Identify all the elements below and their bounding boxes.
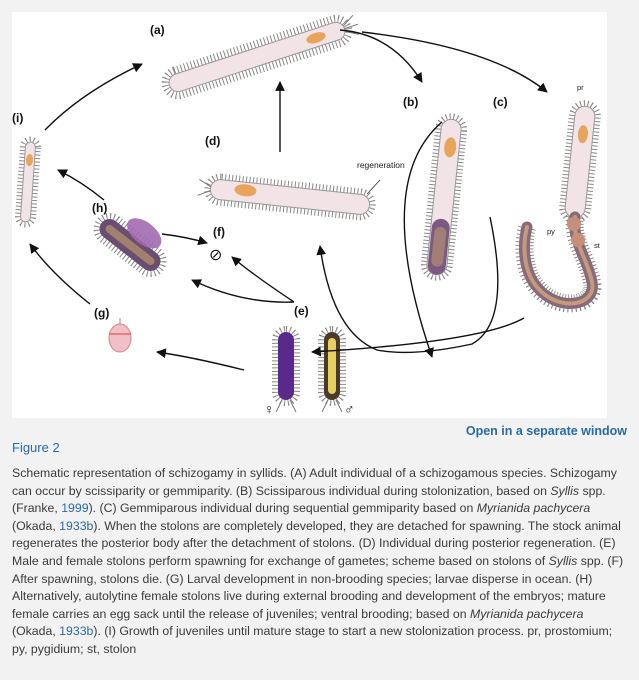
label-g: (g) [94,306,109,320]
worm-b [420,113,468,281]
caption-text: ). When the stolons are completely devel… [12,518,621,568]
larva-g [108,318,132,353]
reference-link-okada-1933b[interactable]: 1933b [59,518,94,533]
reference-link-franke-1999[interactable]: 1999 [61,501,89,516]
worm-i [15,136,41,228]
worm-d [197,173,376,221]
st-label: st [594,241,601,250]
label-c: (c) [493,95,508,109]
reference-link-okada-1933b[interactable]: 1933b [59,624,94,639]
label-b: (b) [403,95,418,109]
regeneration-label: regeneration [357,160,405,170]
caption-text: Schematic representation of schizogamy i… [12,466,617,498]
label-d: (d) [205,134,220,148]
male-symbol: ♂ [344,401,355,417]
pr-label: pr [577,83,584,92]
schizogamy-diagram: (a) (b) (c) (d) (e) (f) (g) (h) (i) rege… [12,14,602,417]
caption-text: (Okada, [12,518,60,533]
caption-text: ). (I) Growth of juveniles until mature … [12,624,613,656]
caption-text: spp. (Franke, [12,483,606,516]
caption-species: Myrianida pachycera [470,606,584,621]
caption-species: Myrianida pachycera [476,501,591,516]
label-h: (h) [92,201,107,215]
cycle-arrows [29,29,548,371]
figure-image: (a) (b) (c) (d) (e) (f) (g) (h) (i) rege… [12,12,607,418]
female-symbol: ♀ [264,401,275,417]
worm-a [161,14,360,100]
open-separate-window-link[interactable]: Open in a separate window [465,424,627,438]
caption-species: Syllis [550,483,580,498]
label-f: (f) [213,225,225,239]
worm-h [93,212,167,278]
figure-caption: Schematic representation of schizogamy i… [12,465,628,659]
caption-text: spp. (F) After spawning, stolons die. (G… [12,553,624,621]
stolons-e [272,326,346,413]
py-label: py [547,227,555,236]
worm-c [515,100,602,313]
label-i: (i) [12,111,23,125]
label-a: (a) [150,23,165,37]
caption-text: (Okada, [12,624,60,639]
caption-species: Syllis [548,553,578,568]
label-e: (e) [294,304,309,318]
figure-label: Figure 2 [12,440,60,455]
caption-text: ). (C) Gemmiparous individual during seq… [88,501,477,516]
regeneration-pointer [366,179,381,195]
no-symbol: ⊘ [209,247,222,264]
